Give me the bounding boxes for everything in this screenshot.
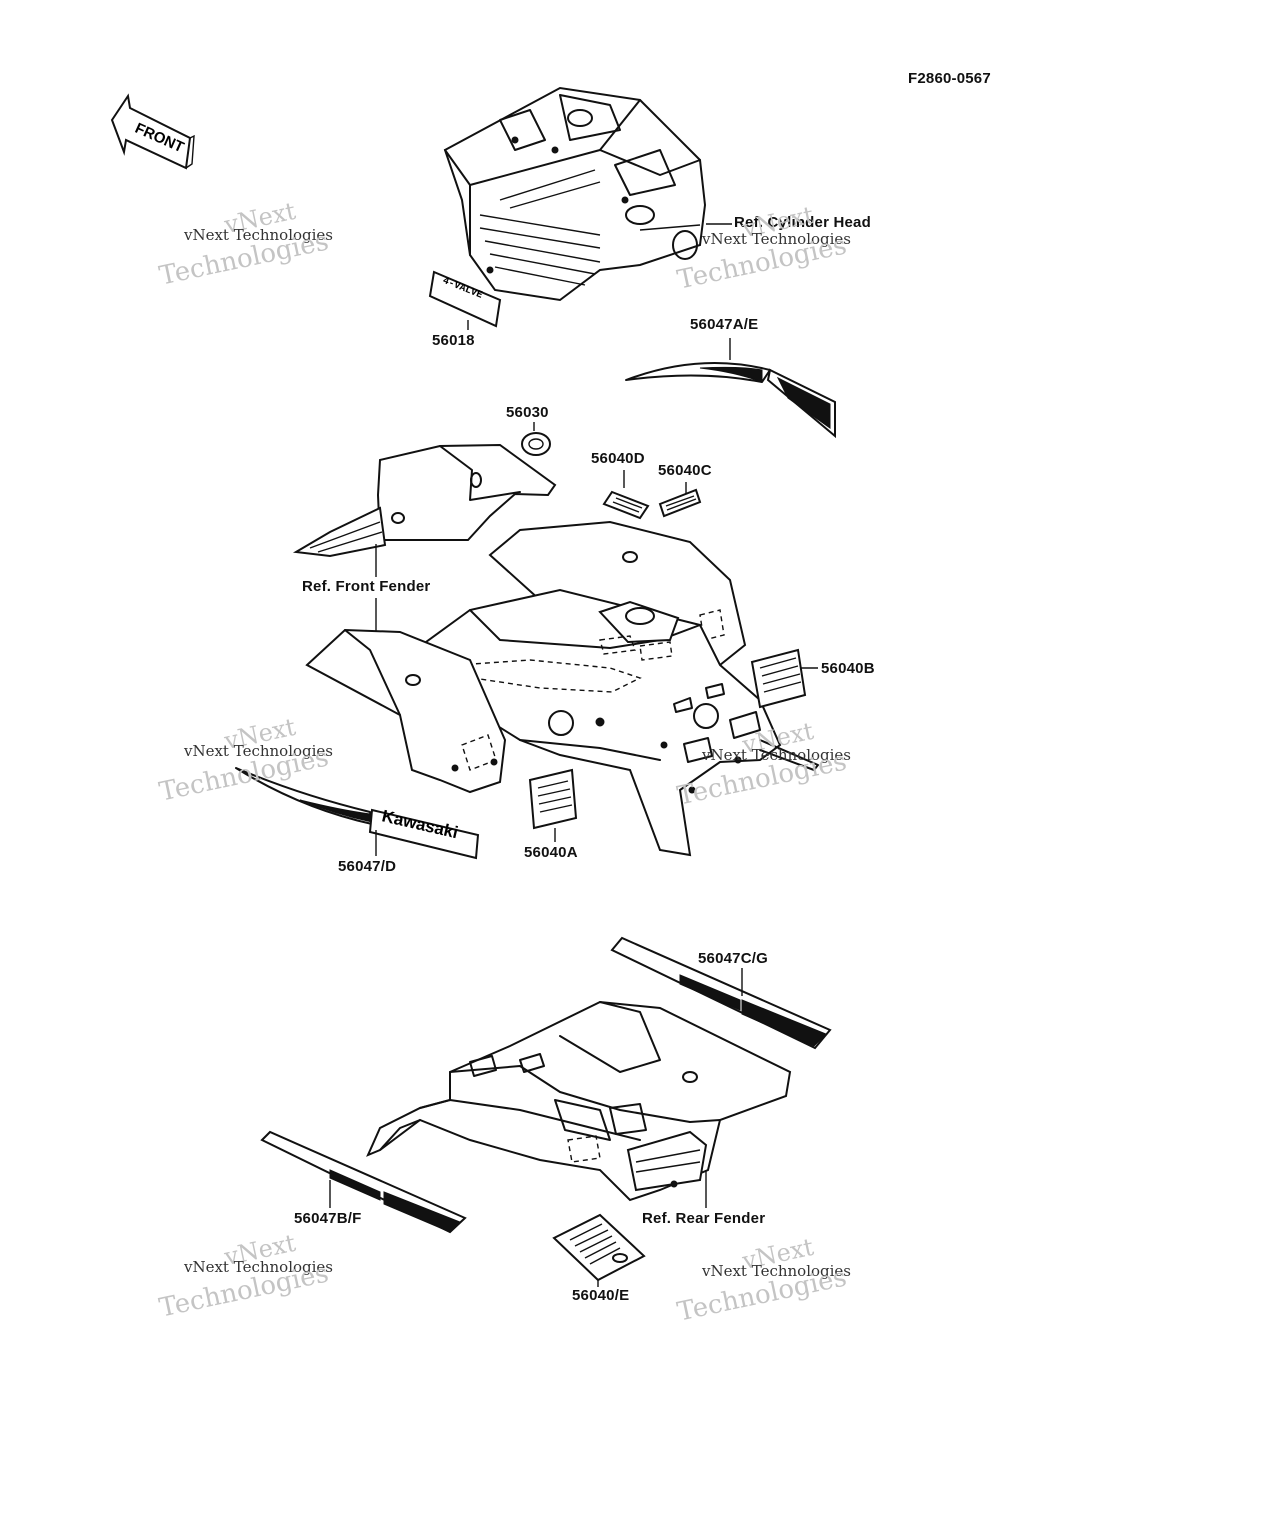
label-ref-front-fender: Ref. Front Fender — [302, 578, 431, 595]
watermark-middle-text: vNext Technologies — [702, 746, 852, 764]
decal-56040c — [658, 488, 702, 518]
label-56040d: 56040D — [591, 450, 645, 467]
label-56047ae: 56047A/E — [690, 316, 759, 333]
watermark-middle-text: vNext Technologies — [702, 230, 852, 248]
decal-56040a — [528, 768, 578, 830]
label-56018: 56018 — [432, 332, 475, 349]
label-56030: 56030 — [506, 404, 549, 421]
rear-fender-drawing — [260, 936, 832, 1234]
diagram-id: F2860-0567 — [908, 70, 991, 87]
stripe-decal-56047a — [625, 361, 836, 439]
decal-56040b — [750, 648, 807, 709]
label-ref-rear-fender: Ref. Rear Fender — [642, 1210, 766, 1227]
label-56047cg: 56047C/G — [698, 950, 768, 967]
label-56040b: 56040B — [821, 660, 875, 677]
label-56040a: 56040A — [524, 844, 578, 861]
decal-56040e — [552, 1213, 646, 1282]
decal-56040d — [602, 490, 650, 520]
label-56047bf: 56047B/F — [294, 1210, 362, 1227]
washer-56030 — [521, 432, 551, 456]
watermark-middle-text: vNext Technologies — [184, 1258, 334, 1276]
watermark-middle-text: vNext Technologies — [702, 1262, 852, 1280]
label-ref-cylinder-head: Ref. Cylinder Head — [734, 214, 871, 231]
front-arrow-icon: FRONT — [110, 93, 195, 170]
cylinder-head-drawing — [443, 86, 707, 302]
label-56047d: 56047/D — [338, 858, 397, 875]
watermark-middle-text: vNext Technologies — [184, 742, 334, 760]
watermark-middle-text: vNext Technologies — [184, 226, 334, 244]
front-fender-drawing — [292, 443, 819, 857]
label-56040e: 56040/E — [572, 1287, 630, 1304]
label-56040c: 56040C — [658, 462, 712, 479]
